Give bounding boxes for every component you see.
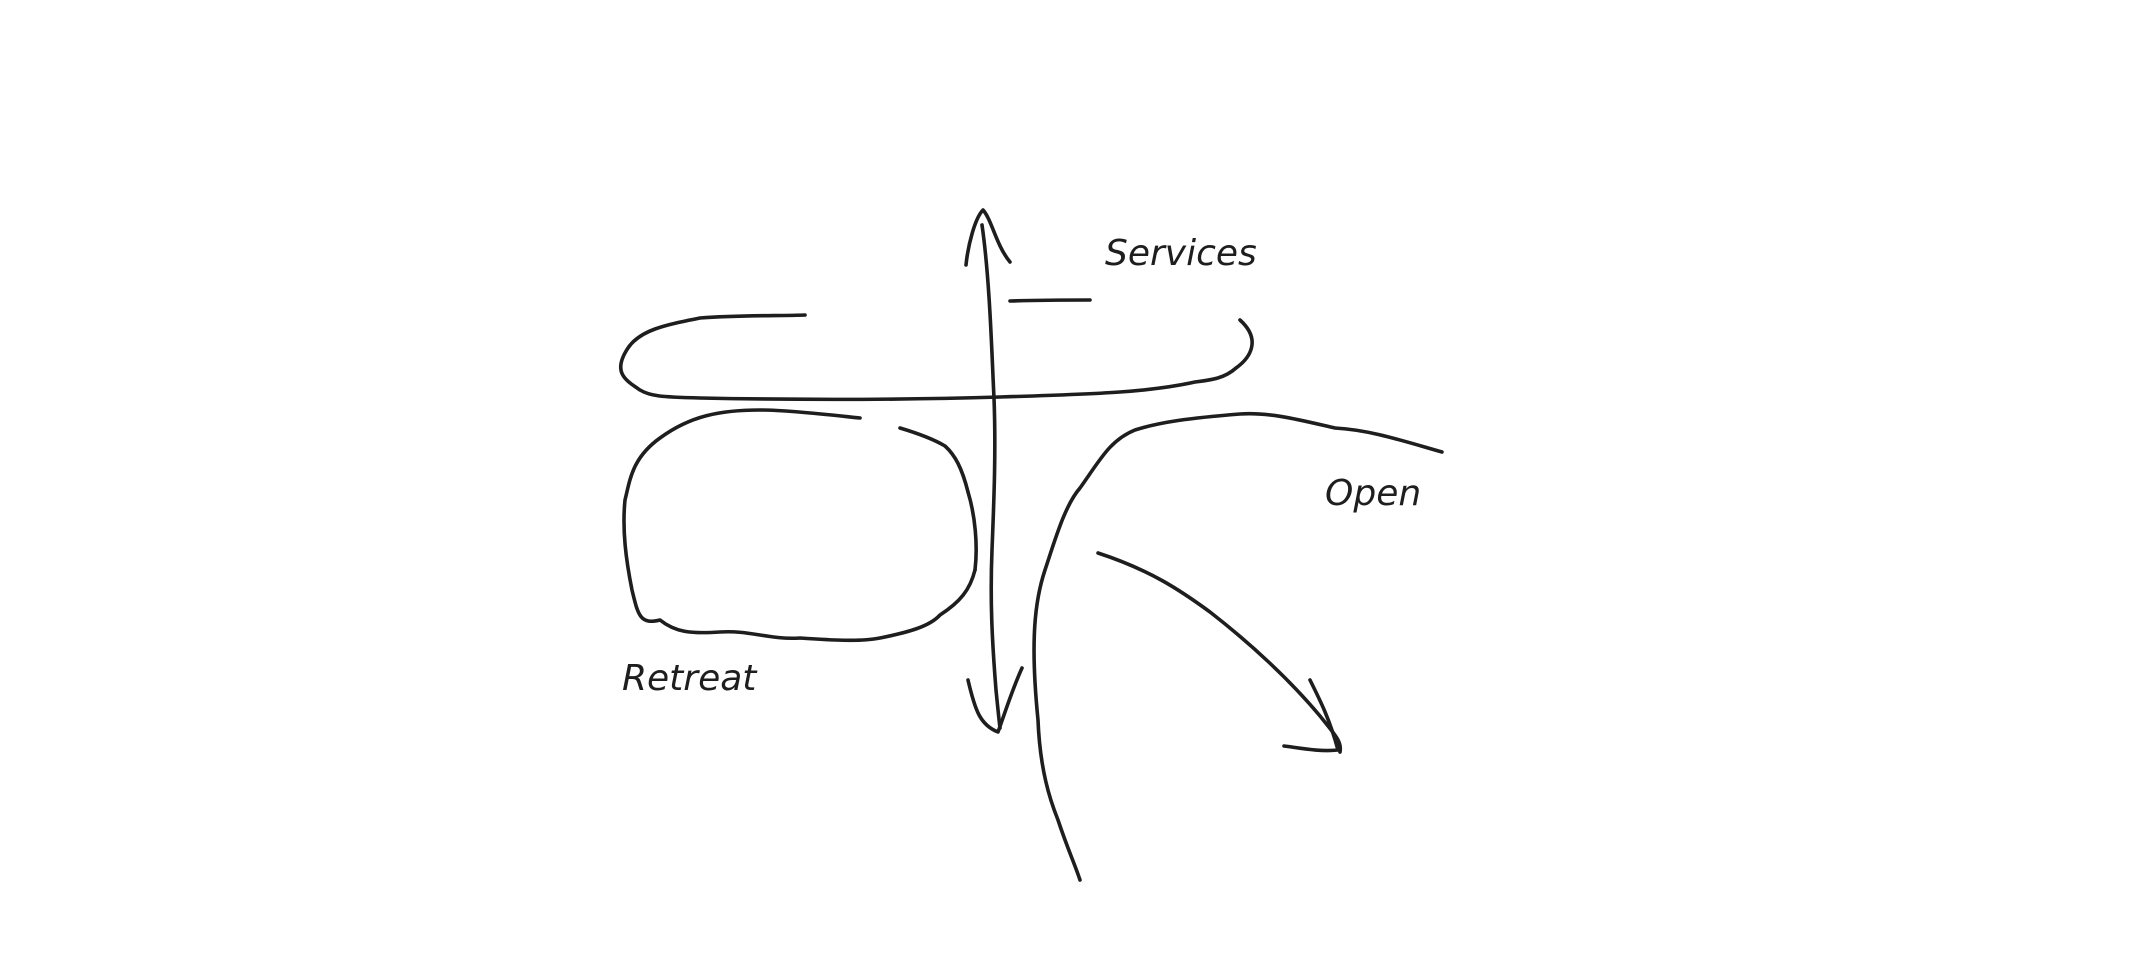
lower-square-loop — [622, 408, 977, 643]
vertical-arrow-top-head — [964, 208, 1012, 267]
vertical-arrow-shaft — [980, 223, 1002, 730]
upper-horizontal-loop — [619, 313, 1254, 402]
diagonal-arrow-head — [1282, 678, 1340, 753]
label-services: Services — [1105, 233, 1257, 274]
upper-loop-top-segment — [1008, 298, 1092, 303]
open-sweeping-curve — [1032, 411, 1444, 882]
lower-loop-top-right — [898, 426, 970, 494]
label-open: Open — [1325, 473, 1421, 514]
label-retreat: Retreat — [622, 658, 758, 699]
diagonal-arrow-shaft — [1096, 551, 1343, 754]
lower-loop-right-side — [966, 490, 978, 572]
vertical-arrow-bottom-head — [966, 666, 1024, 734]
